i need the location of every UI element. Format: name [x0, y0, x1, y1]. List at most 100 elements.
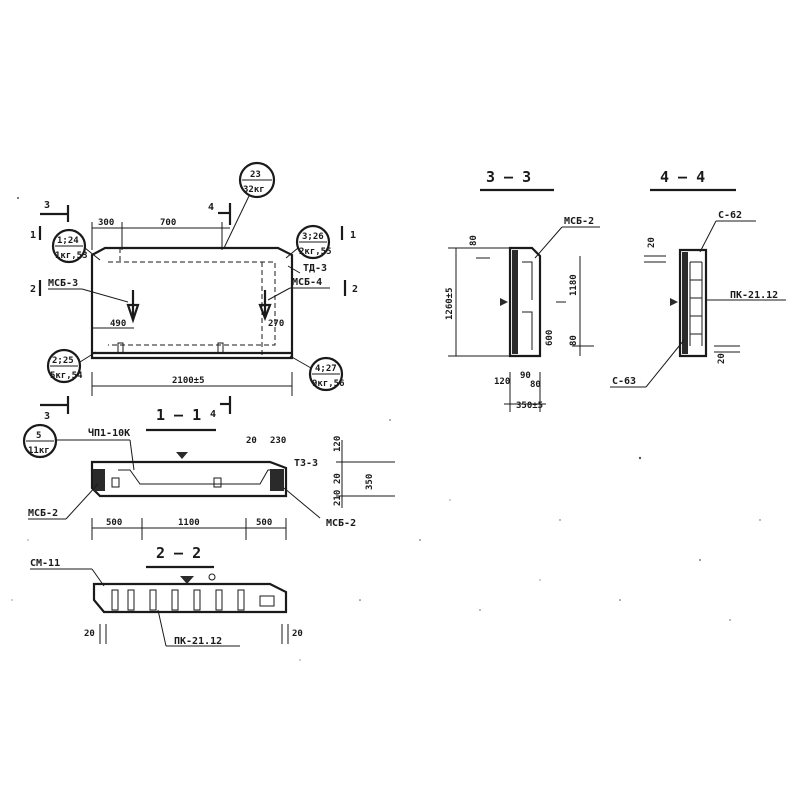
dim-270: 270 — [268, 319, 284, 329]
dim-80-right: 80 — [569, 335, 579, 346]
callout-bottom-left: 2;25 5кг,54 — [46, 348, 97, 384]
callout-tr-num: 3;26 — [302, 232, 324, 242]
dim-350-3-3: 350±5 — [516, 401, 543, 411]
section-mark-3-bottom: 3 — [40, 396, 70, 422]
section-1-1-loop-a — [111, 477, 120, 488]
plan-outline — [90, 246, 294, 360]
section-2-2-body — [92, 582, 288, 614]
dim-500-left: 500 — [106, 518, 122, 528]
section-4-label-top: 4 — [208, 202, 214, 213]
dim-20: 20 — [246, 436, 257, 446]
section-1-1-body — [90, 460, 288, 498]
section-1-1: 1 — 1 5 11кг ЧП1-10К МСБ-2 МСБ-2 Т3-3 20… — [22, 406, 395, 540]
dim-120-3-3: 120 — [494, 377, 510, 387]
section-2-2-loop-mark — [208, 573, 216, 581]
section-mark-4-bottom: 4 — [210, 396, 232, 420]
dim-1180: 1180 — [569, 274, 579, 296]
dim-20-right: 20 — [292, 629, 303, 639]
section-3-3: 3 — 3 МСБ-2 80 1260±5 1180 600 80 90 120… — [445, 168, 600, 412]
section-2-2-ribs — [111, 589, 275, 611]
dim-90: 90 — [520, 371, 531, 381]
callout-top-num: 23 — [250, 170, 261, 180]
callout-top-left: 1;24 1кг,53 — [51, 228, 101, 264]
dim-20-4-4-bottom: 20 — [717, 353, 727, 364]
section-1-1-title: 1 — 1 — [156, 406, 201, 424]
callout-5-num: 5 — [36, 431, 41, 441]
callout-top: 23 32кг — [223, 161, 276, 249]
label-chp1-10k: ЧП1-10К — [88, 427, 130, 439]
plan-loop-right — [217, 342, 224, 354]
section-2-2-top-mark — [180, 576, 194, 584]
section-1-label-left: 1 — [30, 230, 36, 241]
section-mark-4-top: 4 — [208, 202, 232, 225]
dim-350: 350 — [365, 474, 375, 490]
label-mcb2-3-3: МСБ-2 — [564, 216, 594, 227]
callout-br-mass: 9кг,56 — [312, 379, 345, 389]
section-1-1-top-mark — [176, 452, 188, 459]
label-t3-3: Т3-3 — [294, 458, 318, 469]
section-3-3-inner — [522, 261, 533, 350]
section-1-1-loop-b — [213, 477, 222, 488]
dim-80-bottom: 80 — [530, 380, 541, 390]
callout-bl-mass: 5кг,54 — [50, 371, 83, 381]
callout-br-num: 4;27 — [315, 364, 337, 374]
section-4-label-bottom: 4 — [210, 409, 216, 420]
callout-bl-num: 2;25 — [52, 356, 74, 366]
dim-700: 700 — [160, 218, 176, 228]
callout-5-mass: 11кг — [28, 446, 50, 456]
plan-loop-left — [117, 342, 124, 354]
label-cm-11: СМ-11 — [30, 558, 60, 569]
section-mark-1-right: 1 — [340, 226, 356, 241]
section-2-2: 2 — 2 СМ-11 ПК-21.12 20 20 — [30, 544, 303, 647]
label-td3: ТД-3 — [303, 263, 327, 274]
section-mark-3-top: 3 — [40, 200, 70, 222]
section-4-4-body — [678, 248, 708, 358]
callout-top-mass: 32кг — [243, 185, 265, 195]
dim-80-top: 80 — [469, 235, 479, 246]
label-pk-21-12-4-4: ПК-21.12 — [730, 290, 778, 301]
dim-20-b: 20 — [333, 473, 343, 484]
section-4-4-arrow — [670, 298, 678, 306]
section-mark-1-left: 1 — [30, 226, 42, 241]
section-3-3-arrow — [500, 298, 508, 306]
dim-1260: 1260±5 — [445, 287, 455, 320]
dim-600: 600 — [545, 330, 555, 346]
label-mcb2-left: МСБ-2 — [28, 508, 58, 519]
section-2-label-right: 2 — [352, 284, 358, 295]
callout-top-right: 3;26 2кг,55 — [285, 224, 332, 260]
dim-490: 490 — [110, 319, 126, 329]
label-mcb3: МСБ-3 — [48, 278, 78, 289]
label-c-62: С-62 — [718, 210, 742, 221]
section-1-1-recess — [118, 469, 280, 485]
callout-bottom-right: 4;27 9кг,56 — [289, 355, 345, 392]
section-2-label-left: 2 — [30, 284, 36, 295]
section-4-4-title: 4 — 4 — [660, 168, 705, 186]
section-1-1-hatch-right — [270, 469, 284, 491]
dim-2100: 2100±5 — [172, 376, 205, 386]
dim-210: 210 — [333, 490, 343, 506]
dim-20-4-4-top: 20 — [647, 237, 657, 248]
dim-1100: 1100 — [178, 518, 200, 528]
scan-noise — [11, 197, 761, 661]
plan-recess-dashed — [108, 261, 276, 346]
callout-tr-mass: 2кг,55 — [299, 247, 332, 257]
section-1-label-right: 1 — [350, 230, 356, 241]
callout-tl-num: 1;24 — [57, 236, 79, 246]
label-mcb2-right: МСБ-2 — [326, 518, 356, 529]
plan-view: 3 3 4 4 1 1 2 2 — [30, 161, 358, 422]
label-c-63: С-63 — [612, 376, 636, 387]
section-mark-2-right: 2 — [343, 280, 358, 296]
callout-tl-mass: 1кг,53 — [55, 251, 88, 261]
section-3-3-body — [508, 246, 542, 358]
plan-embed-mcb3 — [126, 290, 140, 324]
section-3-label-top: 3 — [44, 200, 50, 211]
section-mark-2-left: 2 — [30, 280, 42, 296]
plan-embed-mcb4 — [258, 290, 272, 322]
section-3-3-hatch — [512, 250, 518, 354]
section-3-label-bottom: 3 — [44, 411, 50, 422]
callout-5: 5 11кг — [22, 423, 135, 471]
section-4-4-cage — [689, 261, 703, 346]
dim-20-left: 20 — [84, 629, 95, 639]
label-mcb4: МСБ-4 — [292, 277, 322, 288]
